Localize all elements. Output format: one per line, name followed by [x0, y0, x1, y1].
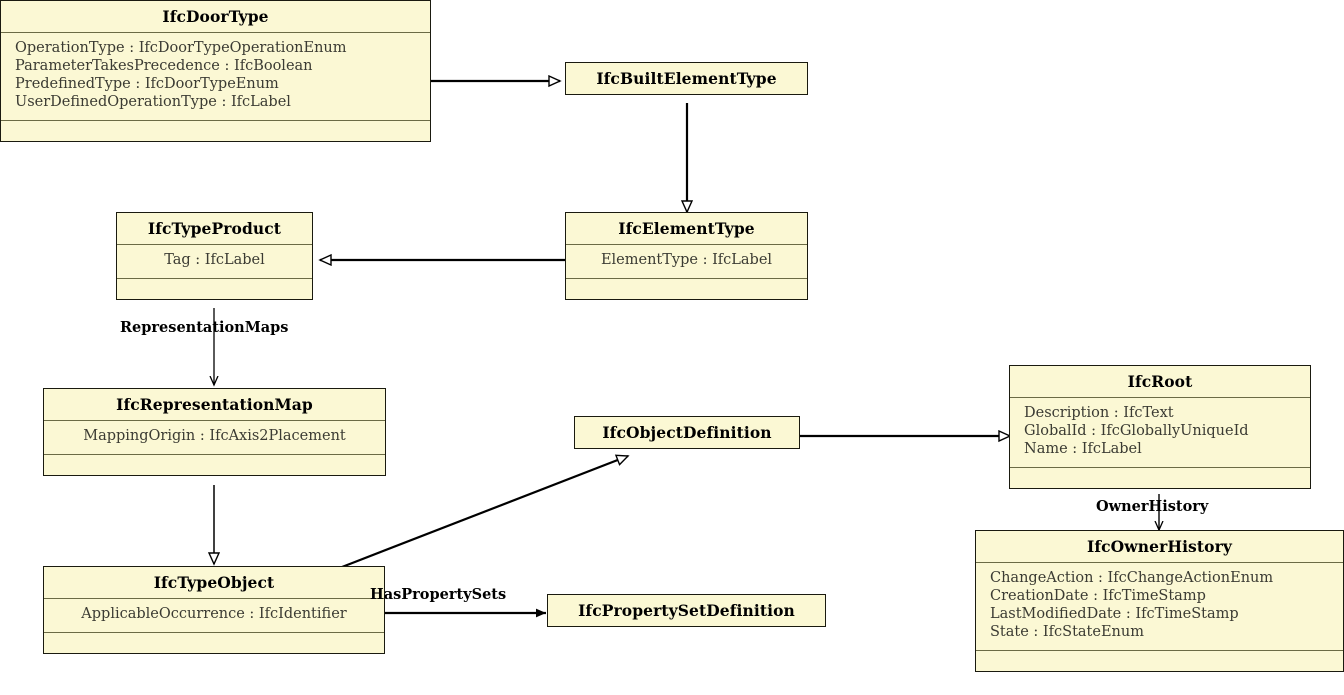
class-title-ifctypeobject: IfcTypeObject [153, 573, 275, 592]
class-operations-ifctypeproduct [117, 279, 312, 299]
class-box-ifcroot[interactable]: IfcRoot Description : IfcText GlobalId :… [1009, 365, 1311, 489]
attribute-row: CreationDate : IfcTimeStamp [990, 587, 1206, 604]
compartment-separator [976, 649, 1343, 651]
compartment-separator [1010, 466, 1310, 468]
class-attributes-ifcdoortype: OperationType : IfcDoorTypeOperationEnum… [1, 33, 430, 120]
compartment-separator [566, 277, 807, 279]
class-title-ifcrepresentationmap: IfcRepresentationMap [116, 395, 313, 414]
compartment-separator [976, 562, 1343, 563]
class-attributes-ifcelementtype: ElementType : IfcLabel [566, 245, 807, 278]
attribute-row: LastModifiedDate : IfcTimeStamp [990, 605, 1239, 622]
attribute-row: PredefinedType : IfcDoorTypeEnum [15, 75, 279, 92]
class-box-ifctypeproduct[interactable]: IfcTypeProduct Tag : IfcLabel [116, 212, 313, 300]
class-attributes-ifctypeproduct: Tag : IfcLabel [117, 245, 312, 278]
class-attributes-ifcownerhistory: ChangeAction : IfcChangeActionEnum Creat… [976, 563, 1343, 650]
class-operations-ifcrepresentationmap [44, 455, 385, 475]
compartment-separator [117, 244, 312, 245]
class-attributes-ifcroot: Description : IfcText GlobalId : IfcGlob… [1010, 398, 1310, 467]
class-box-ifcelementtype[interactable]: IfcElementType ElementType : IfcLabel [565, 212, 808, 300]
class-attributes-ifctypeobject: ApplicableOccurrence : IfcIdentifier [44, 599, 384, 632]
class-title-ifcroot: IfcRoot [1127, 372, 1193, 391]
class-box-ifcdoortype[interactable]: IfcDoorType OperationType : IfcDoorTypeO… [0, 0, 431, 142]
class-title-ifcdoortype: IfcDoorType [162, 7, 269, 26]
compartment-separator [1010, 397, 1310, 398]
attribute-row: MappingOrigin : IfcAxis2Placement [83, 428, 346, 444]
compartment-separator [1, 32, 430, 33]
class-box-ifcobjectdefinition[interactable]: IfcObjectDefinition [574, 416, 800, 449]
compartment-separator [1, 119, 430, 121]
class-title-ifctypeproduct: IfcTypeProduct [147, 219, 282, 238]
attribute-row: ParameterTakesPrecedence : IfcBoolean [15, 57, 313, 74]
compartment-separator [117, 277, 312, 279]
compartment-separator [44, 453, 385, 455]
class-box-ifcownerhistory[interactable]: IfcOwnerHistory ChangeAction : IfcChange… [975, 530, 1344, 672]
class-operations-ifcdoortype [1, 121, 430, 141]
class-title-ifcownerhistory: IfcOwnerHistory [1087, 537, 1232, 556]
class-box-ifcrepresentationmap[interactable]: IfcRepresentationMap MappingOrigin : Ifc… [43, 388, 386, 476]
class-operations-ifcownerhistory [976, 651, 1343, 671]
class-title-ifcobjectdefinition: IfcObjectDefinition [602, 423, 772, 442]
compartment-separator [44, 631, 384, 633]
class-operations-ifcroot [1010, 468, 1310, 488]
attribute-row: ChangeAction : IfcChangeActionEnum [990, 570, 1274, 586]
class-operations-ifcelementtype [566, 279, 807, 299]
edge-label-owner-history: OwnerHistory [1096, 498, 1209, 515]
compartment-separator [44, 598, 384, 599]
attribute-row: State : IfcStateEnum [990, 623, 1144, 640]
class-box-ifcbuiltelementtype[interactable]: IfcBuiltElementType [565, 62, 808, 95]
compartment-separator [44, 420, 385, 421]
class-title-ifcpropertysetdefinition: IfcPropertySetDefinition [578, 601, 795, 620]
class-operations-ifctypeobject [44, 633, 384, 653]
class-attributes-ifcrepresentationmap: MappingOrigin : IfcAxis2Placement [44, 421, 385, 454]
attribute-row: GlobalId : IfcGloballyUniqueId [1024, 422, 1249, 439]
attribute-row: ElementType : IfcLabel [600, 252, 773, 268]
edge-typeobject-to-objectdefinition [341, 456, 628, 569]
class-box-ifcpropertysetdefinition[interactable]: IfcPropertySetDefinition [547, 594, 826, 627]
attribute-row: Name : IfcLabel [1024, 440, 1142, 457]
class-box-ifctypeobject[interactable]: IfcTypeObject ApplicableOccurrence : Ifc… [43, 566, 385, 654]
compartment-separator [566, 244, 807, 245]
attribute-row: UserDefinedOperationType : IfcLabel [15, 93, 291, 110]
class-title-ifcelementtype: IfcElementType [618, 219, 755, 238]
attribute-row: Tag : IfcLabel [164, 252, 265, 268]
attribute-row: ApplicableOccurrence : IfcIdentifier [81, 606, 347, 622]
edge-label-representation-maps: RepresentationMaps [120, 319, 289, 336]
attribute-row: OperationType : IfcDoorTypeOperationEnum [15, 40, 347, 56]
edge-label-has-property-sets: HasPropertySets [370, 586, 507, 603]
class-title-ifcbuiltelementtype: IfcBuiltElementType [596, 69, 777, 88]
attribute-row: Description : IfcText [1024, 405, 1174, 421]
